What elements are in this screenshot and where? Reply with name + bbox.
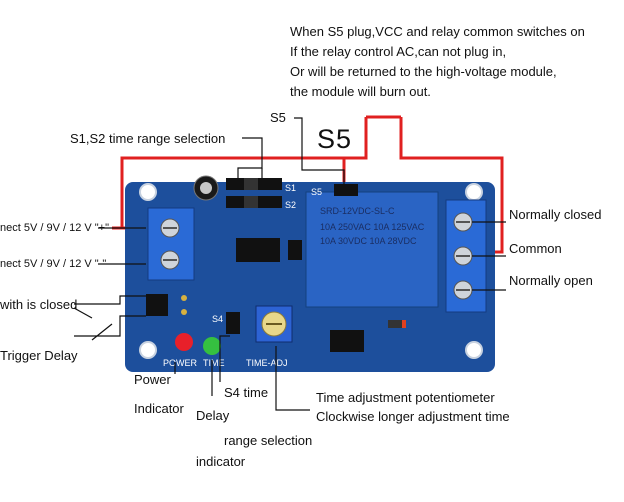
callout-lines [73, 117, 506, 411]
transistor [330, 330, 364, 352]
silk-s5: S5 [311, 187, 322, 197]
s1-s2-jumpers: S1 S2 [226, 178, 296, 210]
time-potentiometer: TIME-ADJ [246, 305, 293, 368]
s5-small-label: S5 [270, 110, 286, 125]
input-terminal-block [147, 207, 195, 281]
warning-line-2: If the relay control AC,can not plug in, [290, 44, 507, 59]
common-label: Common [509, 241, 562, 256]
normally-closed-label: Normally closed [509, 207, 602, 222]
warning-note: When S5 plug,VCC and relay common switch… [290, 22, 585, 102]
s1s2-label: S1,S2 time range selection [70, 131, 226, 146]
time-led [203, 337, 221, 355]
s4-time-label: S4 time [224, 385, 269, 400]
ic-chip [236, 238, 280, 262]
switch-closed-label: with is closed [0, 297, 78, 312]
s5-big-label: S5 [317, 124, 353, 154]
diode [388, 320, 406, 328]
silk-s1: S1 [285, 183, 296, 193]
warning-line-4: the module will burn out. [290, 84, 431, 99]
relay-model: SRD-12VDC-SL-C [320, 206, 395, 216]
pot-line-1: Time adjustment potentiometer [316, 390, 495, 405]
silk-time-adj: TIME-ADJ [246, 358, 288, 368]
s4-jumper: S4 [212, 312, 240, 334]
trigger-delay-label: Trigger Delay [0, 348, 78, 363]
indicator-label: Indicator [134, 401, 184, 416]
relay: SRD-12VDC-SL-C 10A 250VAC 10A 125VAC 10A… [305, 191, 439, 308]
trigger-header [146, 294, 187, 316]
capacitor [193, 175, 219, 201]
range-selection-label: range selection [224, 433, 313, 448]
relay-rating-dc: 10A 30VDC 10A 28VDC [320, 236, 417, 246]
indicator2-label: indicator [196, 454, 246, 469]
silk-s2: S2 [285, 200, 296, 210]
warning-line-1: When S5 plug,VCC and relay common switch… [290, 24, 585, 39]
ic-chip-small [288, 240, 302, 260]
normally-open-label: Normally open [509, 273, 593, 288]
s5-jumper: S5 [311, 184, 358, 197]
silk-time: TIME [203, 358, 225, 368]
power-led [175, 333, 193, 351]
connect-minus-label: nect 5V / 9V / 12 V "-" [0, 258, 107, 270]
silk-power: POWER [163, 358, 198, 368]
pot-line-2: Clockwise longer adjustment time [316, 409, 510, 424]
connect-plus-label: nect 5V / 9V / 12 V "+" [0, 222, 110, 234]
warning-line-3: Or will be returned to the high-voltage … [290, 64, 557, 79]
delay-label: Delay [196, 408, 230, 423]
power-label: Power [134, 372, 171, 387]
relay-rating-ac: 10A 250VAC 10A 125VAC [320, 222, 425, 232]
silk-s4: S4 [212, 314, 223, 324]
